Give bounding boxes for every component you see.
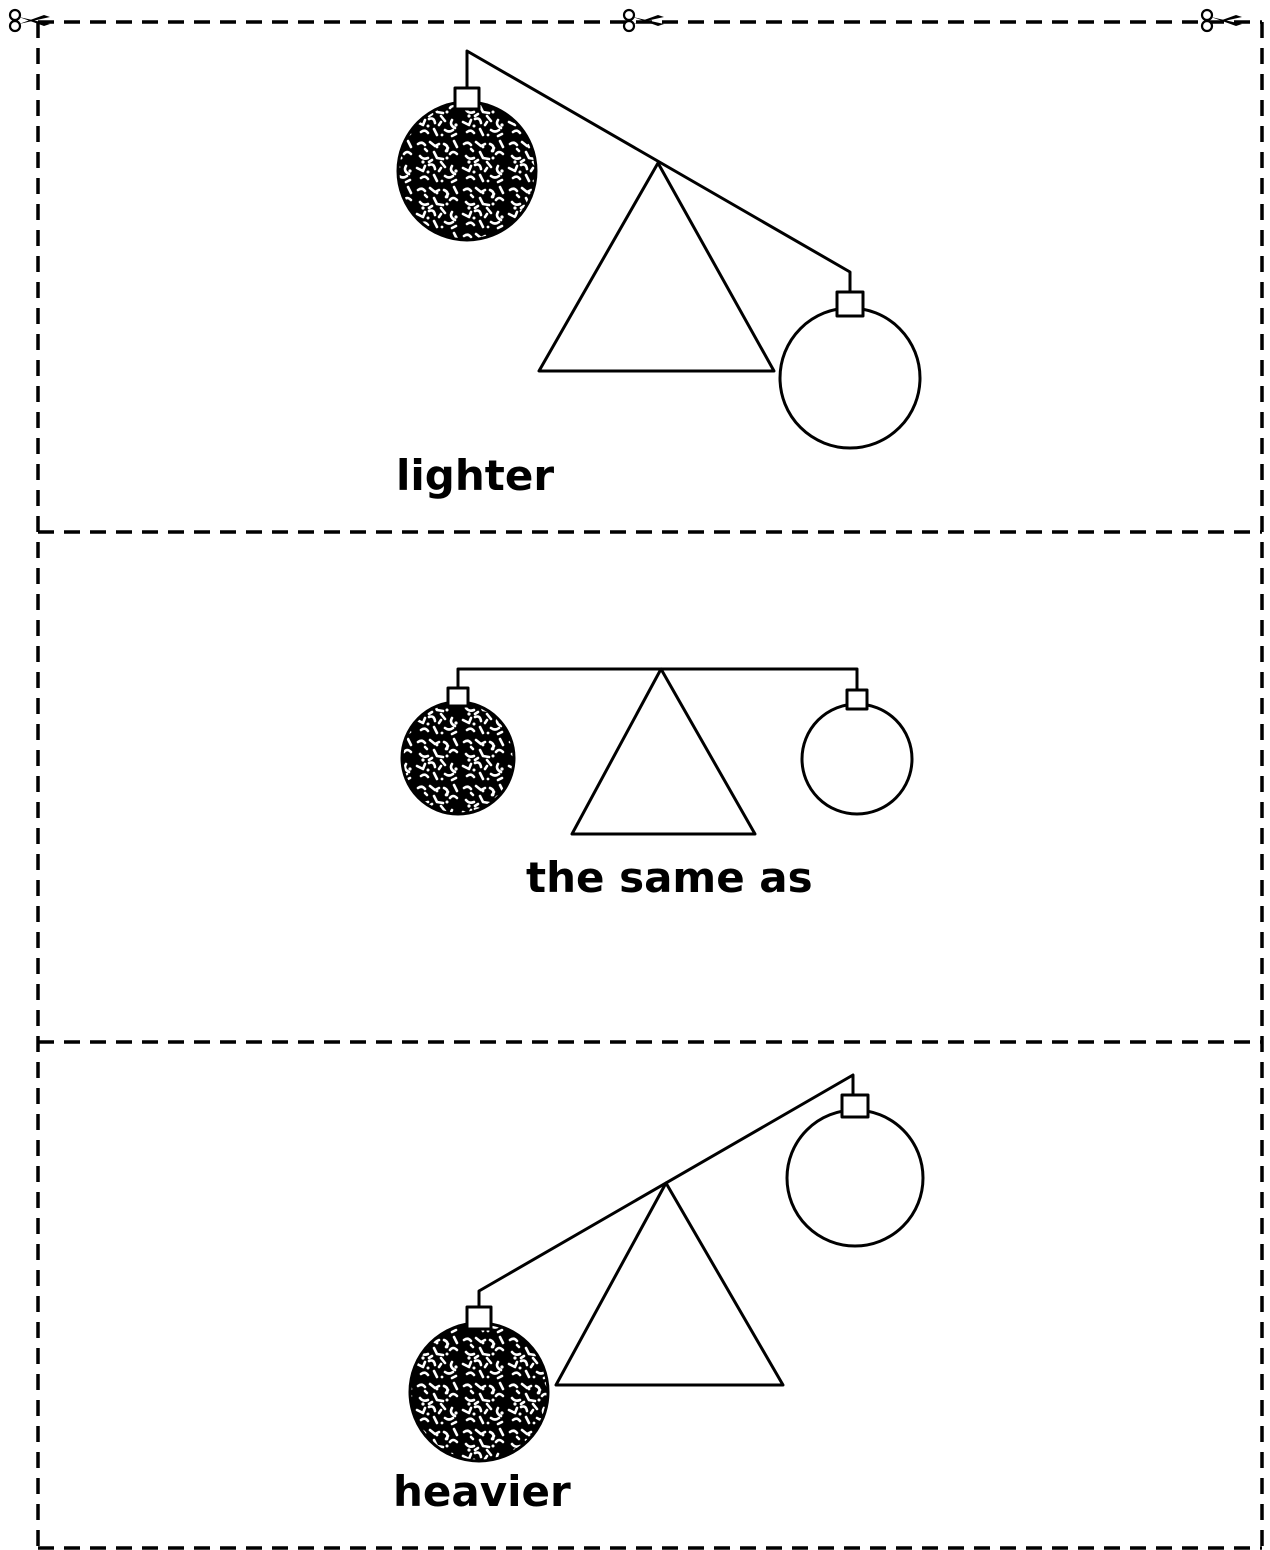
- plain-ornament: [780, 308, 920, 448]
- balance-fulcrum: [556, 1183, 783, 1385]
- ornament-cap: [847, 690, 867, 709]
- card-label-the-same-as: the same as: [526, 853, 813, 902]
- ornament-cap: [467, 1307, 491, 1329]
- card-heavier: [410, 1075, 923, 1461]
- ornament-cap: [455, 88, 479, 109]
- card-label-lighter: lighter: [396, 451, 554, 500]
- ornament-cap: [448, 688, 468, 706]
- scissors-icon: [624, 10, 664, 31]
- card-the-same-as: [402, 669, 912, 834]
- ornament-cap: [837, 292, 863, 316]
- patterned-ornament: [410, 1323, 548, 1461]
- card-lighter: [398, 51, 920, 448]
- card-label-heavier: heavier: [393, 1467, 571, 1516]
- plain-ornament: [787, 1110, 923, 1246]
- balance-fulcrum: [539, 163, 774, 371]
- patterned-ornament: [402, 702, 514, 814]
- plain-ornament: [802, 704, 912, 814]
- balance-fulcrum: [572, 669, 755, 834]
- patterned-ornament: [398, 102, 536, 240]
- ornament-cap: [842, 1095, 868, 1117]
